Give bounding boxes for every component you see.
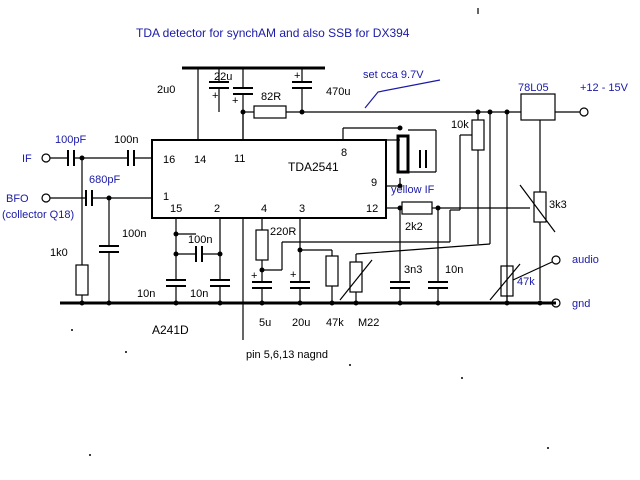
- pin-16-label: 16: [163, 154, 175, 166]
- label-20u: 20u: [292, 317, 310, 329]
- pin-1-label: 1: [163, 191, 169, 203]
- label-3k3: 3k3: [549, 199, 567, 211]
- label-5u: 5u: [259, 317, 271, 329]
- svg-text:+: +: [212, 90, 218, 102]
- label-100n-left: 100n: [122, 228, 146, 240]
- stray-dot: [125, 351, 127, 353]
- ic-tda2541: TDA2541 16 14 11 8 9 1 15 2 4 3 12: [151, 139, 387, 219]
- pin12-output-network: [386, 201, 561, 303]
- label-a241d: A241D: [152, 323, 189, 337]
- input-section: [41, 150, 152, 303]
- label-680pf: 680pF: [89, 174, 120, 186]
- regulator-78l05: [487, 93, 589, 300]
- pin-8-label: 8: [341, 147, 347, 159]
- svg-text:+: +: [232, 95, 238, 107]
- label-10n-a: 10n: [137, 288, 155, 300]
- stray-dot: [547, 447, 549, 449]
- pin-14-label: 14: [194, 154, 206, 166]
- pin-12-label: 12: [366, 203, 378, 215]
- label-100pf: 100pF: [55, 134, 86, 146]
- label-47k-pot: 47k: [517, 276, 535, 288]
- label-82r: 82R: [261, 91, 281, 103]
- svg-text:+: +: [251, 270, 257, 282]
- label-470u: 470u: [326, 86, 350, 98]
- pin-15-label: 15: [170, 203, 182, 215]
- stray-dot: [349, 364, 351, 366]
- label-bfo-note: (collector Q18): [2, 209, 74, 221]
- label-22u: 22u: [214, 71, 232, 83]
- yellow-if-transformer: [342, 125, 437, 189]
- label-supply: +12 - 15V: [580, 82, 629, 94]
- stray-dot: [89, 454, 91, 456]
- pot-10k: [459, 109, 485, 244]
- pin-3-label: 3: [299, 203, 305, 215]
- label-100n-mid: 100n: [188, 234, 212, 246]
- ground-rail: [60, 218, 561, 340]
- label-if: IF: [22, 153, 32, 165]
- label-10k: 10k: [451, 119, 469, 131]
- pin-2-label: 2: [214, 203, 220, 215]
- note-set-voltage: set cca 9.7V: [363, 69, 424, 81]
- svg-text:+: +: [294, 70, 300, 82]
- pin15-pin2-caps: [166, 218, 230, 303]
- label-220r: 220R: [270, 226, 296, 238]
- label-10n-b: 10n: [190, 288, 208, 300]
- pin-4-label: 4: [261, 203, 267, 215]
- label-pin-note: pin 5,6,13 nagnd: [246, 349, 328, 361]
- pin-11-label: 11: [234, 153, 245, 165]
- pin4-pin3-network: + +: [251, 112, 491, 303]
- pin-9-label: 9: [371, 177, 377, 189]
- label-10n-c: 10n: [445, 264, 463, 276]
- diagram-title: TDA detector for synchAM and also SSB fo…: [136, 26, 410, 40]
- label-bfo: BFO: [6, 193, 29, 205]
- svg-text:+: +: [290, 269, 296, 281]
- label-1k0: 1k0: [50, 247, 68, 259]
- stray-dot: [461, 377, 463, 379]
- label-audio: audio: [572, 254, 599, 266]
- label-yellow-if: yellow IF: [391, 184, 435, 196]
- label-78l05: 78L05: [518, 82, 549, 94]
- label-3n3: 3n3: [404, 264, 422, 276]
- label-2u0: 2u0: [157, 84, 175, 96]
- stray-dot: [71, 329, 73, 331]
- label-47k-mid: 47k: [326, 317, 344, 329]
- label-2k2: 2k2: [405, 221, 423, 233]
- supply-rail: + + +: [182, 66, 490, 140]
- label-gnd: gnd: [572, 298, 590, 310]
- set-voltage-arrow: [364, 79, 441, 109]
- ic-name-label: TDA2541: [288, 160, 339, 174]
- label-100n-top: 100n: [114, 134, 138, 146]
- label-m22: M22: [358, 317, 379, 329]
